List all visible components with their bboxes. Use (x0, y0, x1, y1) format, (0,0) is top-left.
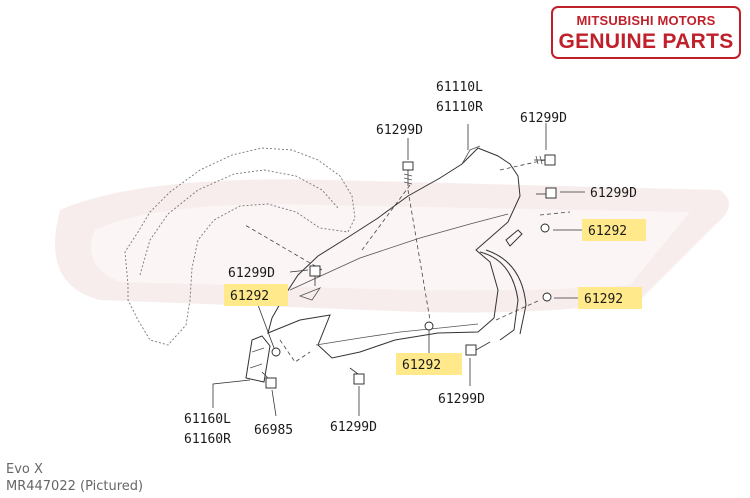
label-clip-right-upper: 61292 (588, 224, 627, 239)
ref-line-3 (244, 224, 323, 271)
label-bracket-r: 61160R (184, 432, 231, 447)
ref-line-2 (407, 189, 431, 321)
fender-wheel-arch (479, 251, 519, 341)
label-fender-r: 61110R (436, 100, 483, 115)
caption-part-number: MR447022 (Pictured) (6, 479, 144, 494)
fender-bracket (245, 335, 271, 383)
label-bracket-l: 61160L (184, 412, 231, 427)
label-clip-left: 61292 (230, 289, 269, 304)
clip-icon (540, 223, 550, 233)
bolt-icon (261, 371, 277, 389)
label-leaders (212, 123, 585, 417)
ref-line-6 (495, 299, 541, 321)
highlight-clip-right-upper (582, 219, 646, 241)
bolt-icon (402, 161, 414, 186)
wheel-liner-outline (124, 147, 356, 346)
label-clip-bottom-center: 61292 (402, 358, 441, 373)
fender-arch-lip (485, 249, 527, 335)
wheel-liner-inner (139, 169, 339, 276)
fender-side-marker (505, 229, 523, 247)
ref-line-7 (279, 339, 311, 363)
bracket-detail (249, 347, 265, 369)
watermark (55, 179, 729, 313)
bolt-icon (536, 187, 557, 199)
fender-lower-flange (315, 323, 479, 346)
highlight-clip-right-lower (578, 287, 642, 309)
clip-icon (542, 292, 552, 302)
label-bolt-right-mid: 61299D (590, 186, 637, 201)
label-bolt-top-right: 61299D (520, 111, 567, 126)
bolt-icon (349, 367, 365, 385)
fender-top-edge (461, 145, 481, 165)
label-bolt-bracket: 66985 (254, 423, 293, 438)
highlight-clip-bottom-center (396, 353, 462, 375)
fender-mount-strip (298, 287, 322, 301)
fender-outline (267, 147, 521, 359)
label-bolt-bottom: 61299D (330, 420, 377, 435)
label-bolt-top-left: 61299D (376, 123, 423, 138)
bolt-icon (534, 154, 556, 166)
bolt-icon (465, 341, 491, 356)
fender-body-line (289, 213, 509, 291)
bolt-icon (309, 265, 321, 286)
highlight-clip-left (224, 284, 288, 306)
clip-icon (271, 347, 281, 357)
ref-line-4 (539, 211, 571, 216)
label-bolt-left: 61299D (228, 266, 275, 281)
caption-model: Evo X (6, 462, 43, 477)
label-fender-l: 61110L (436, 80, 483, 95)
logo-line-1: MITSUBISHI MOTORS (576, 13, 716, 28)
label-clip-right-lower: 61292 (584, 292, 623, 307)
logo-line-2: GENUINE PARTS (558, 30, 734, 53)
genuine-parts-logo: MITSUBISHI MOTORS GENUINE PARTS (551, 6, 741, 59)
clip-icon (424, 321, 434, 331)
label-bolt-bottom-right: 61299D (438, 392, 485, 407)
